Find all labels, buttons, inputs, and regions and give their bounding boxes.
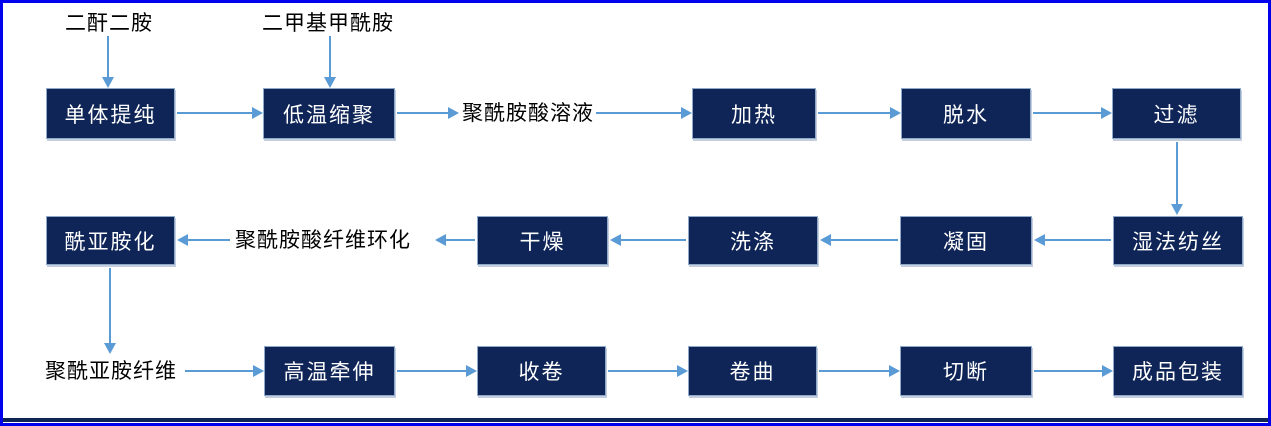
node-heating: 加热 — [692, 88, 816, 139]
node-wet-spinning: 湿法纺丝 — [1113, 216, 1243, 265]
arrow-heating-to-dehydration — [818, 107, 901, 119]
arrow-cyclization-label-to-imidization — [177, 234, 230, 246]
node-filtration: 过滤 — [1112, 88, 1241, 139]
arrow-coagulation-to-washing — [820, 234, 898, 246]
arrow-dianhydride-to-purification — [102, 36, 114, 88]
bottom-divider-bar — [3, 418, 1268, 422]
node-dehydration: 脱水 — [901, 88, 1031, 139]
node-high-temp-drawing: 高温牵伸 — [264, 346, 395, 396]
arrow-dehydration-to-filtration — [1033, 107, 1112, 119]
node-washing: 洗涤 — [688, 216, 818, 265]
arrow-drawing-to-winding — [397, 365, 477, 377]
node-winding: 收卷 — [477, 346, 606, 396]
label-dianhydride-diamine: 二酐二胺 — [65, 11, 153, 35]
arrow-polycondensation-to-solution-label — [397, 107, 459, 119]
label-polyamic-acid-fiber-cyclization: 聚酰胺酸纤维环化 — [235, 228, 411, 252]
node-crimping: 卷曲 — [688, 346, 817, 396]
node-cutting: 切断 — [900, 346, 1032, 396]
label-polyamic-acid-solution: 聚酰胺酸溶液 — [462, 101, 594, 125]
arrow-solution-label-to-heating — [596, 107, 692, 119]
arrow-cutting-to-packaging — [1034, 365, 1113, 377]
arrow-filtration-to-wet-spinning — [1171, 142, 1183, 215]
node-imidization: 酰亚胺化 — [46, 216, 175, 265]
label-polyimide-fiber: 聚酰亚胺纤维 — [45, 359, 177, 383]
node-drying: 干燥 — [477, 216, 608, 265]
node-monomer-purification: 单体提纯 — [46, 88, 175, 139]
arrow-wet-spinning-to-coagulation — [1034, 234, 1111, 246]
node-coagulation: 凝固 — [900, 216, 1032, 265]
arrow-imidization-to-fiber-label — [104, 268, 116, 354]
arrow-winding-to-crimping — [608, 365, 688, 377]
node-product-packaging: 成品包装 — [1113, 346, 1243, 396]
arrow-crimping-to-cutting — [819, 365, 900, 377]
label-dimethylformamide: 二甲基甲酰胺 — [262, 11, 394, 35]
node-low-temp-polycondensation: 低温缩聚 — [263, 88, 395, 139]
arrow-purification-to-polycondensation — [177, 107, 263, 119]
arrow-drying-to-cyclization-label — [435, 234, 475, 246]
arrow-washing-to-drying — [610, 234, 686, 246]
arrow-fiber-label-to-drawing — [185, 365, 264, 377]
arrow-dmf-to-polycondensation — [324, 36, 336, 88]
